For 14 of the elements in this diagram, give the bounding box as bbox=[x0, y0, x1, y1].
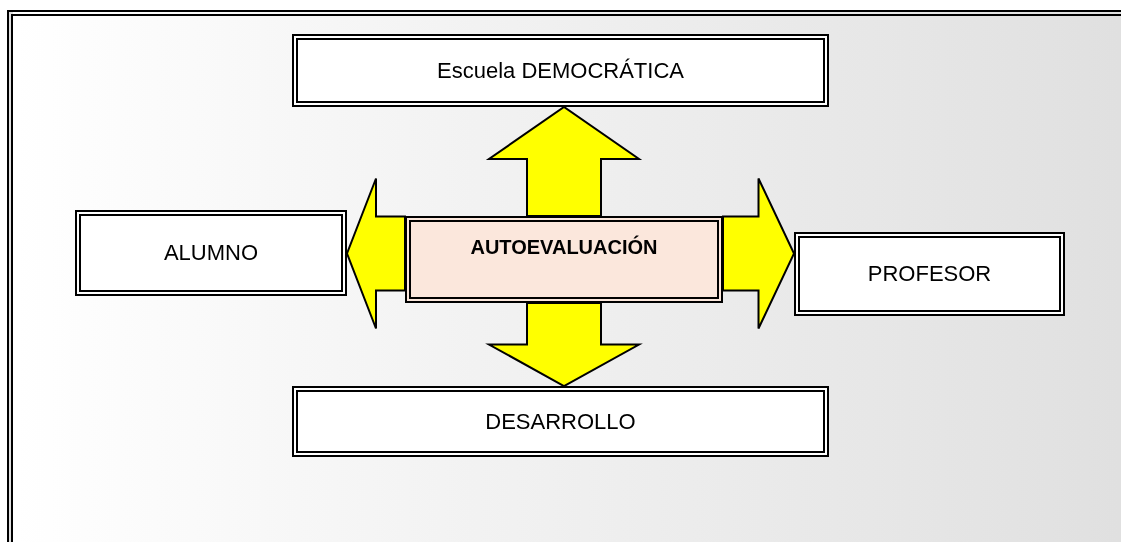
block-arrow bbox=[345, 177, 406, 330]
central-box bbox=[405, 216, 723, 303]
block-arrow bbox=[485, 302, 643, 388]
block-arrow bbox=[722, 177, 796, 330]
label-box bbox=[794, 232, 1065, 316]
label-box bbox=[292, 34, 829, 107]
box-label: PROFESOR bbox=[867, 261, 992, 287]
label-box bbox=[75, 210, 347, 296]
box-label: Escuela DEMOCRÁTICA bbox=[437, 57, 684, 84]
label-box bbox=[292, 386, 829, 457]
central-label: AUTOEVALUACIÓN bbox=[470, 236, 658, 259]
box-label: ALUMNO bbox=[163, 240, 259, 266]
box-label: DESARROLLO bbox=[485, 408, 636, 435]
block-arrow bbox=[485, 105, 643, 217]
